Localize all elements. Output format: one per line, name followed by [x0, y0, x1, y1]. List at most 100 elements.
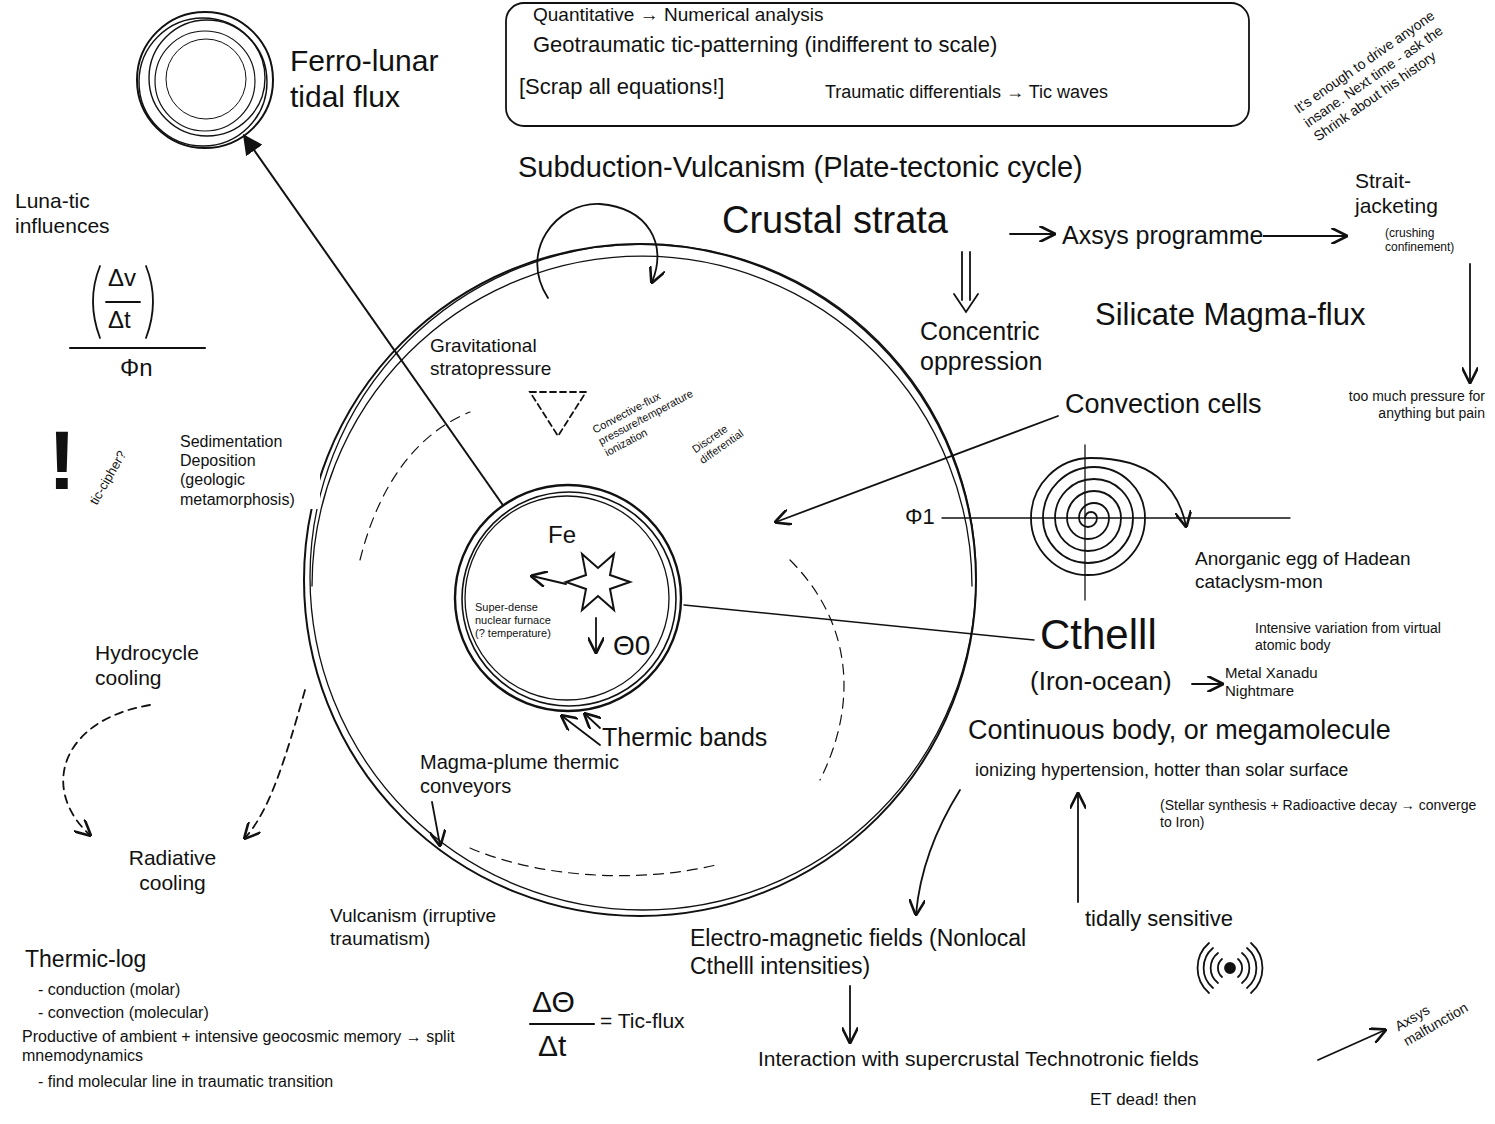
sketch-label: Silicate Magma-flux [1095, 296, 1365, 333]
sketch-label: ! [48, 410, 76, 511]
sketch-label: (Stellar synthesis + Radioactive decay →… [1160, 797, 1480, 831]
outline-strokes [455, 485, 681, 711]
sketch-label: Productive of ambient + intensive geocos… [22, 1027, 492, 1065]
earth-circle-outline [300, 240, 980, 920]
sketch-label: Thermic bands [602, 722, 767, 752]
flow-arrow [1469, 264, 1471, 382]
core-arrow [532, 576, 566, 584]
wave-source [1225, 963, 1235, 973]
subduction-loop-arrow [537, 204, 657, 298]
sketch-label: ionizing hypertension, hotter than solar… [975, 760, 1348, 782]
fraction-bar [530, 1023, 594, 1025]
fraction-paren [93, 266, 100, 338]
node-text: Traumatic differentials → Tic waves [825, 82, 1108, 104]
earth-circle: Gravitational stratopressureFeΘ0Super-de… [300, 240, 980, 920]
sketch-label: Convection cells [1065, 388, 1262, 420]
circle-ring [166, 39, 246, 119]
sketch-label: ΔΘ [532, 984, 575, 1020]
sketch-label: (Iron-ocean) [1030, 666, 1172, 697]
sketch-label: Thermic-log [25, 946, 146, 974]
circle-ring [462, 492, 676, 706]
sketch-label: Interaction with supercrustal Technotron… [758, 1046, 1199, 1071]
pressure-arrow [530, 392, 586, 436]
flow-arrow [1262, 235, 1346, 237]
circle-ring [304, 244, 976, 916]
thermic-arrow [562, 716, 600, 745]
sketch-label: tidally sensitive [1085, 906, 1233, 932]
circle-ring [465, 496, 669, 700]
node-text: [Scrap all equations!] [519, 74, 724, 100]
sketch-label: Concentric oppression [920, 316, 1120, 376]
sketch-label: Φn [120, 354, 153, 383]
node-text: Gravitational stratopressure [430, 335, 600, 381]
circle-ring [455, 485, 681, 711]
flow-arrow [1010, 233, 1054, 235]
axis-line [942, 517, 1290, 518]
node-text: Super-dense nuclear furnace (? temperatu… [475, 601, 560, 641]
circle-ring [149, 20, 265, 136]
sketch-label: tic-cipher? [86, 448, 129, 508]
fraction-bar [106, 301, 140, 303]
flow-arrow [1318, 1030, 1385, 1060]
crust-ring [312, 256, 972, 586]
leader-line [684, 605, 1034, 640]
mantle-current [790, 560, 844, 780]
flow-arrow [849, 986, 851, 1042]
note-box: Quantitative → Numerical analysisGeotrau… [505, 2, 1250, 127]
sketch-label: Metal Xanadu Nightmare [1225, 664, 1340, 700]
sketch-label: Δt [108, 306, 131, 335]
sketch-label: It's enough to drive anyone insane. Next… [1291, 6, 1459, 145]
tidal-waves [1238, 943, 1262, 993]
flow-arrow [1192, 683, 1222, 685]
sketch-label: too much pressure for anything but pain [1340, 388, 1485, 422]
sketch-label: Electro-magnetic fields (Nonlocal Cthell… [690, 925, 1070, 980]
mantle-current [470, 848, 720, 876]
core-burst [566, 554, 630, 610]
sketch-label: Axsys malfunction [1392, 980, 1478, 1049]
sketch-label: Axsys programme [1062, 220, 1263, 250]
sketch-label: Luna-tic influences [15, 188, 165, 238]
sketch-label: Crustal strata [722, 198, 948, 244]
sketch-label: Cthelll [1040, 610, 1157, 660]
circle-ring [310, 244, 976, 910]
circle-ring [155, 31, 255, 131]
sketch-label: - conduction (molar) [38, 980, 180, 999]
cooling-cycle [63, 705, 150, 835]
node-text: Quantitative → Numerical analysis [533, 4, 823, 27]
sketch-label: Vulcanism (irruptive traumatism) [330, 905, 505, 951]
sketch-label: ET dead! then [1090, 1090, 1197, 1110]
fraction-paren [146, 266, 153, 338]
sketch-label: Anorganic egg of Hadean cataclysm-mon [1195, 548, 1485, 594]
core-circle-outline [453, 483, 683, 713]
moon-circle: Ferro-lunar tidal flux [130, 8, 470, 158]
sketch-label: Strait-jacketing [1355, 168, 1480, 218]
circle-ring [137, 12, 273, 148]
sketch-label: - convection (molecular) [38, 1003, 209, 1022]
sketch-label: Magma-plume thermic conveyors [420, 750, 620, 798]
node-text: Fe [548, 521, 576, 550]
sketch-label: Φ1 [905, 504, 935, 530]
core-circle: FeΘ0Super-dense nuclear furnace (? tempe… [453, 483, 683, 713]
sketch-label: Hydrocycle cooling [95, 640, 235, 690]
convection-spiral [1031, 458, 1186, 575]
sketch-label: = Tic-flux [600, 1008, 685, 1033]
sketch-label: Subduction-Vulcanism (Plate-tectonic cyc… [518, 150, 1083, 185]
outline-strokes [304, 244, 976, 916]
sketch-label: Δv [108, 264, 136, 293]
axis-line [1084, 445, 1085, 600]
thermic-arrow [585, 714, 600, 728]
outline-strokes [506, 3, 1249, 126]
sketch-label: Sedimentation Deposition (geologic metam… [180, 432, 320, 509]
sketch-label: Radiative cooling [110, 845, 235, 895]
fraction-bar [70, 347, 205, 349]
sketch-label: Continuous body, or megamolecule [968, 714, 1391, 746]
flow-arrow [916, 790, 960, 914]
sketch-label: - find molecular line in traumatic trans… [38, 1072, 333, 1091]
double-arrow [954, 252, 978, 312]
core-arrow [595, 618, 597, 652]
sketch-label: Intensive variation from virtual atomic … [1255, 620, 1485, 654]
tidal-waves [1198, 943, 1222, 993]
sketch-label: (crushing confinement) [1385, 226, 1485, 255]
flow-arrow [1077, 794, 1079, 902]
